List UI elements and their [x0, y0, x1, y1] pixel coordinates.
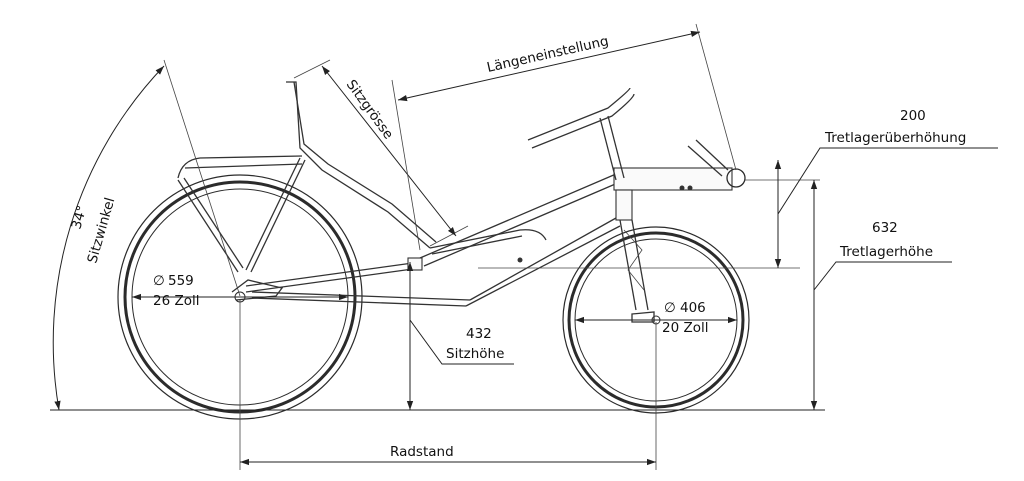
seat-size-label: Sitzgrösse [343, 77, 397, 142]
bb-height-value: 632 [872, 220, 898, 236]
rear-wheel-diameter: 559 [168, 273, 194, 289]
bb-raise-dimension: 200 Tretlagerüberhöhung [478, 108, 998, 269]
seat-height-dimension: 432 Sitzhöhe [406, 262, 514, 410]
front-wheel-diameter-symbol: ∅ [664, 300, 676, 316]
rear-wheel-diameter-symbol: ∅ [153, 273, 165, 289]
front-wheel-dimension: ∅ 406 20 Zoll [575, 300, 737, 336]
seat-height-value: 432 [466, 326, 492, 342]
rear-wheel-dimension: ∅ 559 26 Zoll [132, 273, 348, 309]
wheelbase-label: Radstand [390, 444, 454, 460]
bike-frame [177, 81, 746, 323]
front-wheel-diameter: 406 [680, 300, 706, 316]
seat-height-label: Sitzhöhe [446, 346, 504, 362]
bb-height-label: Tretlagerhöhe [839, 244, 933, 260]
seat-angle-dimension: 34° Sitzwinkel [52, 59, 241, 411]
seat-size-dimension: Sitzgrösse [293, 59, 469, 247]
bb-raise-label: Tretlagerüberhöhung [824, 130, 966, 146]
seat-angle-value: 34° [68, 204, 90, 231]
bb-height-dimension: 632 Tretlagerhöhe [810, 180, 952, 410]
length-adjust-dimension: Längeneinstellung [391, 23, 737, 251]
wheelbase-dimension: Radstand [239, 300, 657, 470]
front-wheel-size: 20 Zoll [662, 320, 708, 336]
rear-wheel-size: 26 Zoll [153, 293, 199, 309]
bb-raise-value: 200 [900, 108, 926, 124]
length-adjust-label: Längeneinstellung [485, 33, 610, 76]
seat-angle-label: Sitzwinkel [84, 196, 118, 265]
